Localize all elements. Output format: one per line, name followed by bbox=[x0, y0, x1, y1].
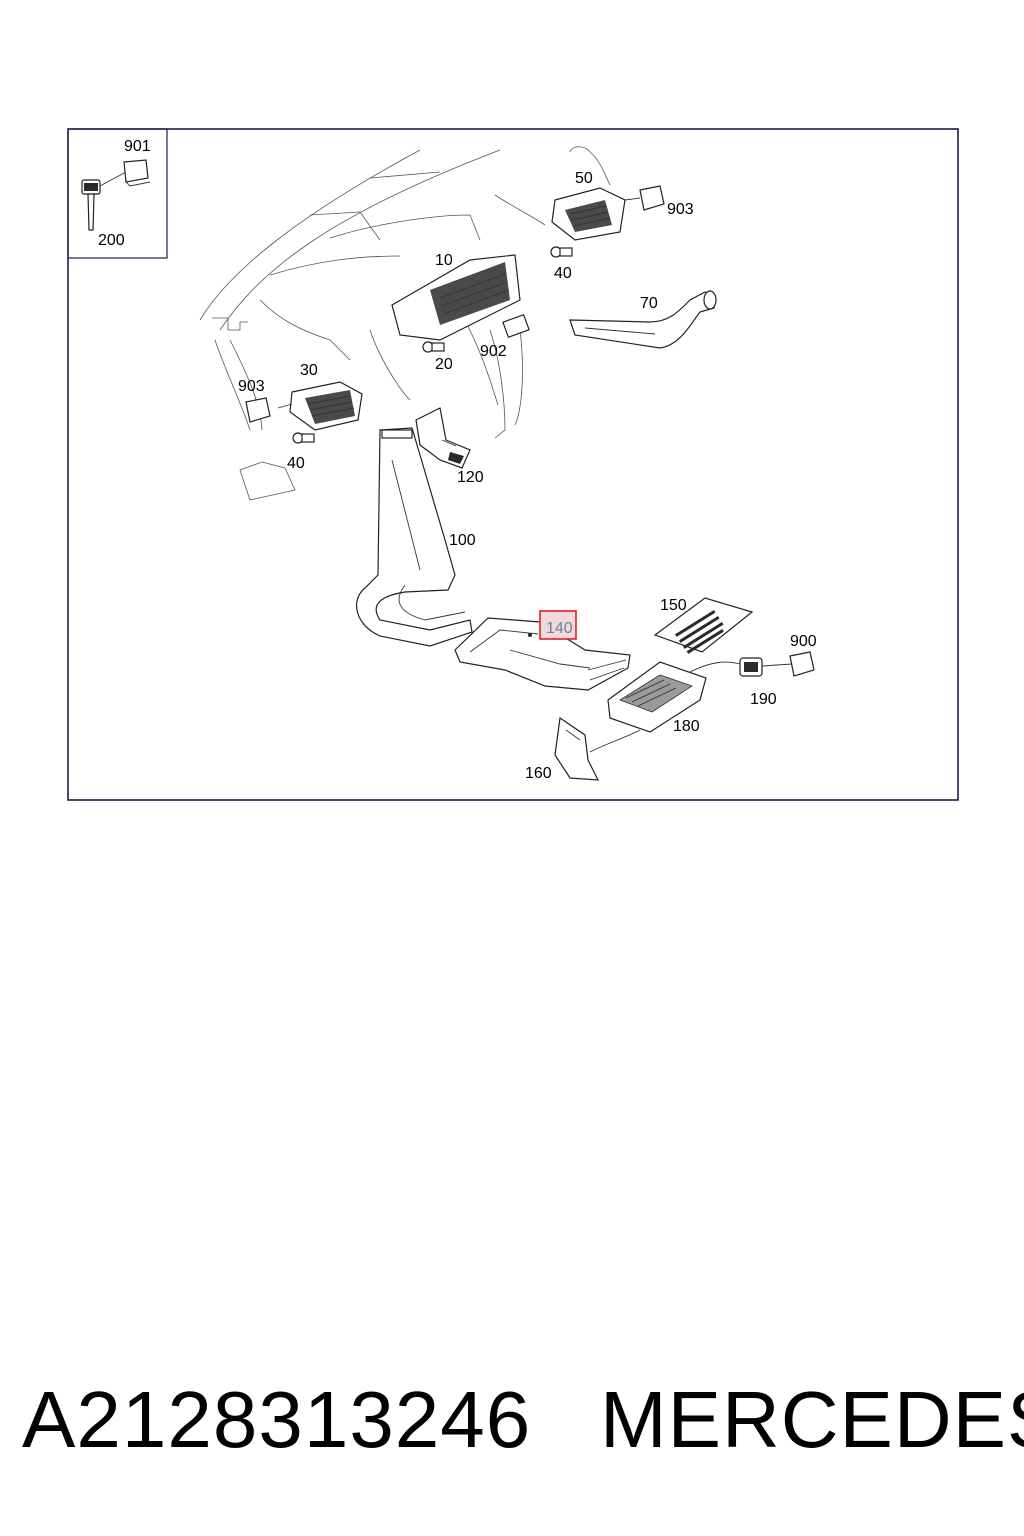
clip-903-right bbox=[639, 185, 665, 211]
bracket-160 bbox=[554, 716, 641, 781]
clip-903-left bbox=[245, 397, 271, 423]
callout-190: 190 bbox=[750, 691, 777, 708]
duct-140 bbox=[454, 617, 631, 691]
callout-902: 902 bbox=[480, 343, 507, 360]
callout-40-right: 40 bbox=[554, 265, 572, 282]
callout-901: 901 bbox=[124, 138, 151, 155]
screw-40-left bbox=[292, 432, 315, 444]
callout-40-left: 40 bbox=[287, 455, 305, 472]
clip-901 bbox=[123, 159, 151, 187]
callout-900: 900 bbox=[790, 633, 817, 650]
duct-70 bbox=[569, 290, 717, 349]
control-unit-180 bbox=[607, 661, 741, 733]
callout-100: 100 bbox=[449, 532, 476, 549]
vent-50 bbox=[551, 187, 641, 241]
screw-40-right bbox=[550, 246, 573, 258]
callout-200: 200 bbox=[98, 232, 125, 249]
callout-120: 120 bbox=[457, 469, 484, 486]
vent-30 bbox=[277, 381, 363, 431]
callout-50: 50 bbox=[575, 170, 593, 187]
highlight-box-140 bbox=[539, 610, 577, 640]
clip-900 bbox=[789, 651, 815, 677]
duct-100 bbox=[356, 427, 473, 647]
callout-20: 20 bbox=[435, 356, 453, 373]
footer: A2128313246 MERCEDES bbox=[0, 1365, 1024, 1475]
sensor-200 bbox=[81, 171, 127, 231]
inset-frame bbox=[67, 128, 168, 259]
duct-120 bbox=[415, 407, 471, 469]
diagram-frame bbox=[67, 128, 959, 801]
part-number: A2128313246 bbox=[22, 1375, 532, 1464]
vent-10 bbox=[391, 254, 530, 341]
callout-70: 70 bbox=[640, 295, 658, 312]
callout-150: 150 bbox=[660, 597, 687, 614]
callout-903-left: 903 bbox=[238, 378, 265, 395]
callout-30: 30 bbox=[300, 362, 318, 379]
callout-160: 160 bbox=[525, 765, 552, 782]
grille-150 bbox=[653, 597, 754, 654]
callout-140: 140 bbox=[546, 620, 573, 637]
parts-diagram: 901 200 50 903 40 10 70 902 20 903 30 40… bbox=[67, 128, 959, 801]
callout-10: 10 bbox=[435, 252, 453, 269]
brand-name: MERCEDES bbox=[600, 1375, 1024, 1464]
callout-180: 180 bbox=[673, 718, 700, 735]
screw-20 bbox=[422, 341, 445, 353]
connector-190 bbox=[739, 657, 793, 677]
callout-903-right: 903 bbox=[667, 201, 694, 218]
